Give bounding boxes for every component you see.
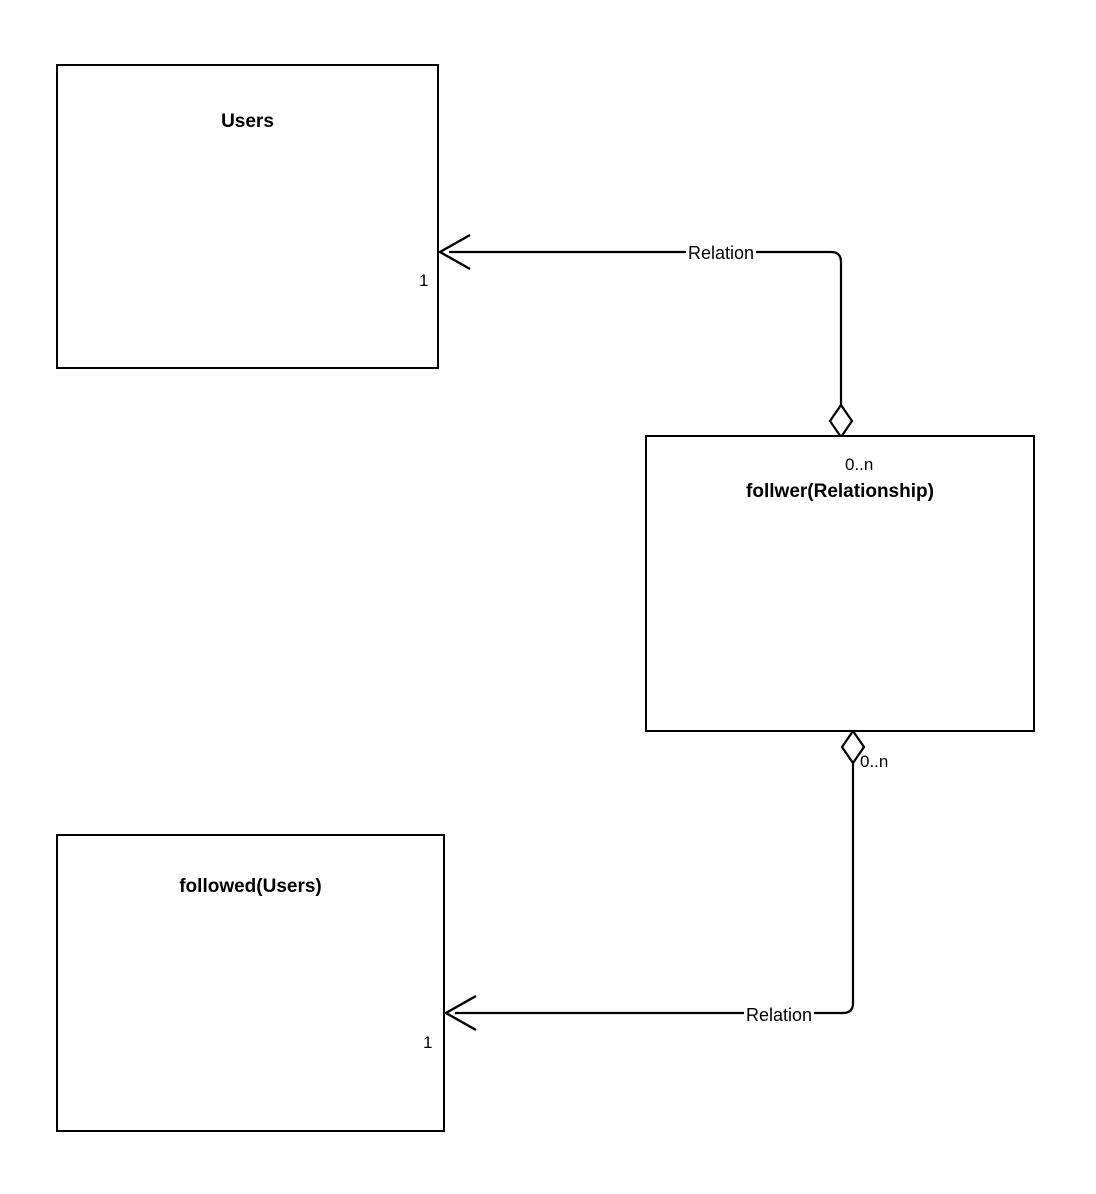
entity-title-follower-relationship: follwer(Relationship) [746,481,934,502]
connector-line [449,250,843,405]
connector-label-relation-bottom: Relation [744,1005,815,1025]
open-arrow-head-icon [437,233,471,271]
entity-box-follower-relationship[interactable]: follwer(Relationship) [645,435,1035,732]
connector-line [455,762,855,1015]
open-arrow-head-icon [443,994,477,1032]
multiplicity-label-follower-bottom: 0..n [860,752,889,771]
open-diamond-icon [828,403,854,439]
connector-follower-to-followed[interactable] [443,729,866,1032]
open-diamond-icon [840,729,866,765]
entity-title-users: Users [221,111,274,132]
entity-box-users[interactable]: Users [56,64,439,369]
connector-users-to-follower[interactable] [437,233,854,439]
multiplicity-label-followed-users: 1 [423,1033,433,1052]
entity-title-followed-users: followed(Users) [179,876,322,897]
multiplicity-label-users: 1 [419,271,429,290]
multiplicity-label-follower-top: 0..n [845,455,874,474]
connector-label-relation-top: Relation [686,243,757,263]
entity-box-followed-users[interactable]: followed(Users) [56,834,445,1132]
